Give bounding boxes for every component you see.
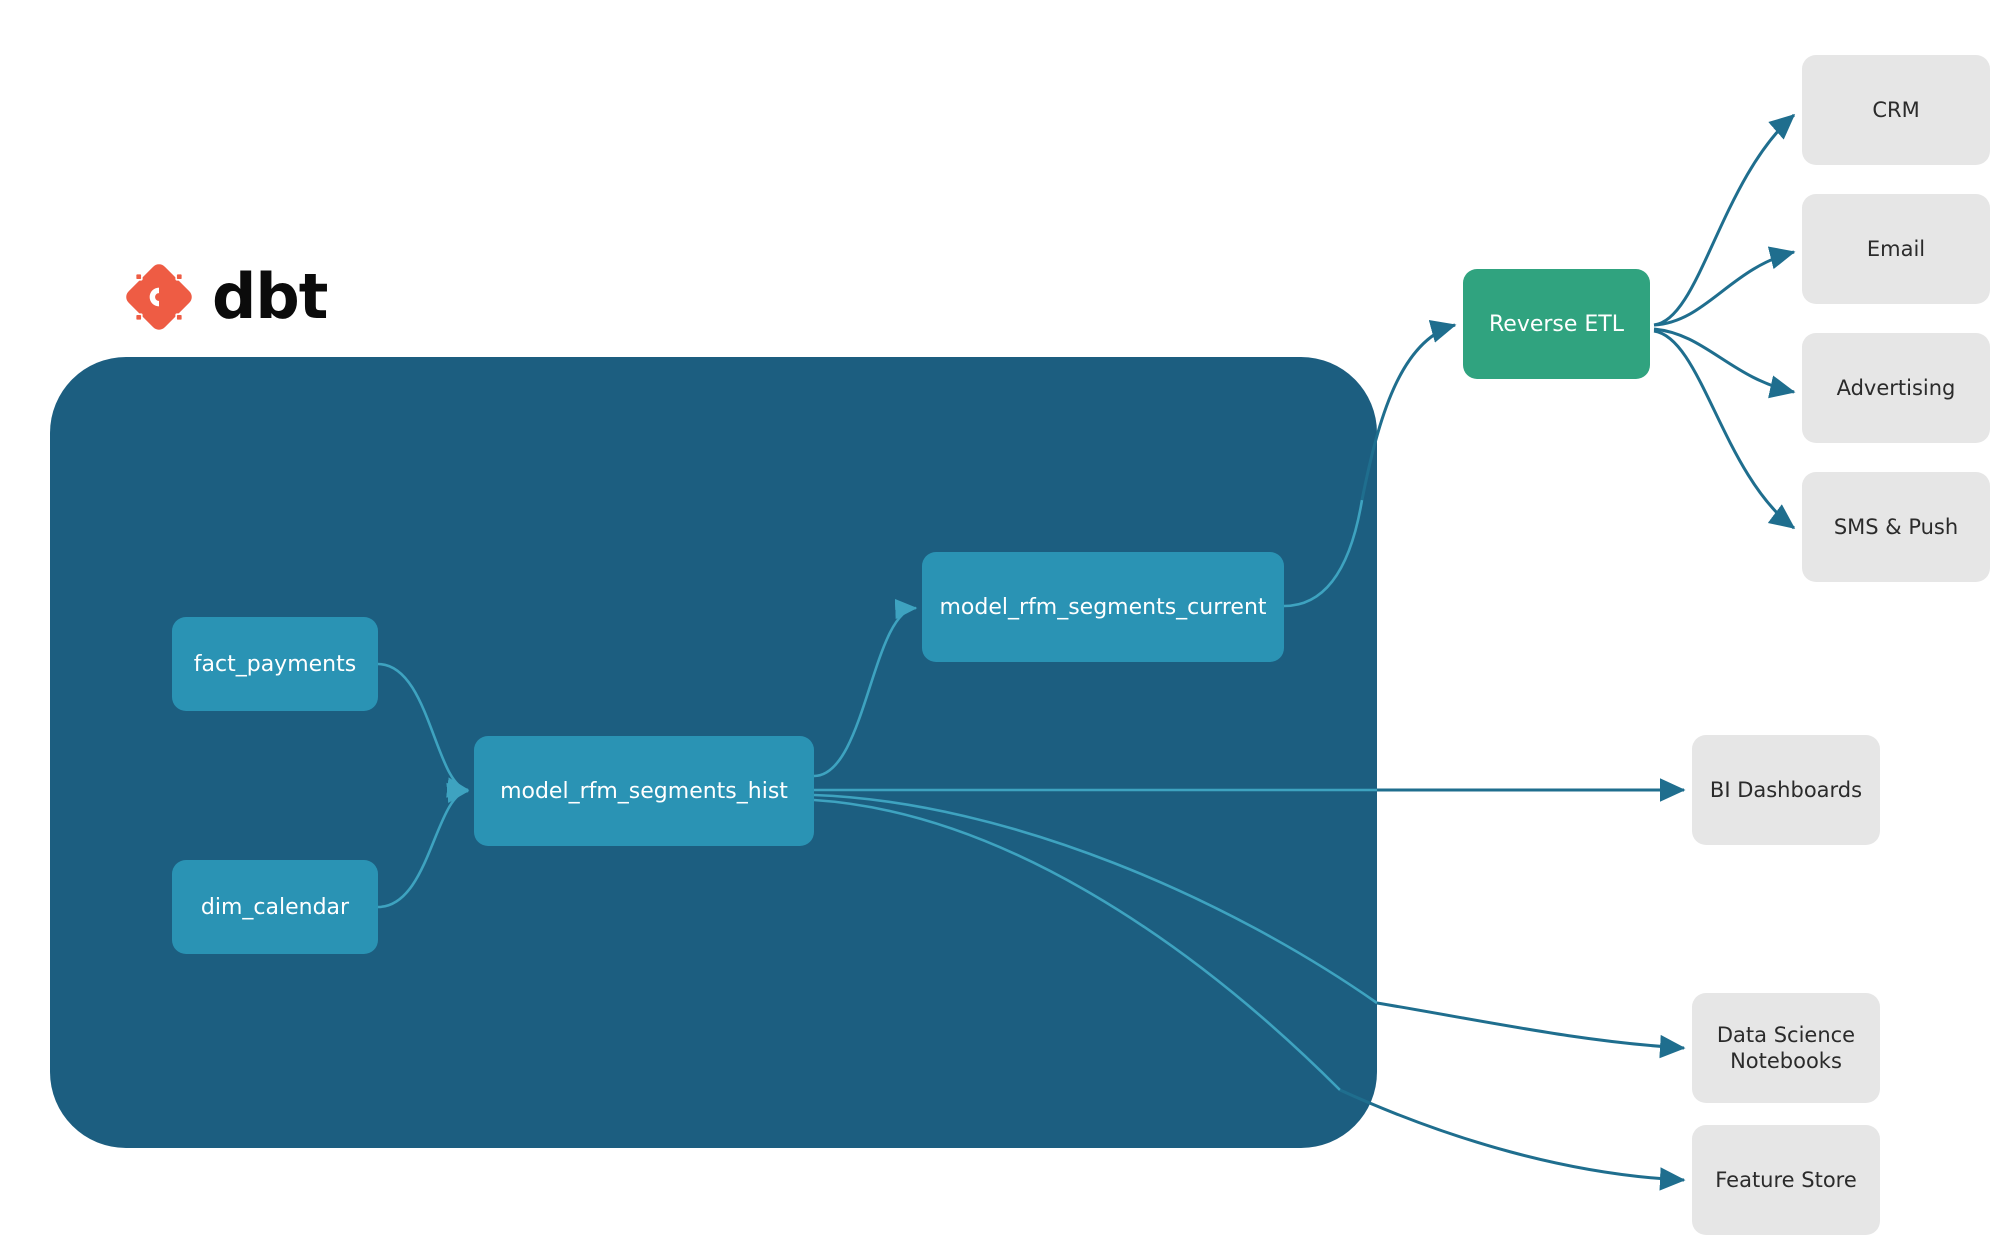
model-node-model-rfm-segments-current[interactable]: model_rfm_segments_current [922,552,1284,662]
destination-label: SMS & Push [1833,514,1959,539]
destination-label: Email [1866,236,1926,261]
destination-label: CRM [1872,97,1920,122]
edge-reverse-etl-to-email [1653,246,1796,327]
model-node-dim-calendar[interactable]: dim_calendar [172,860,378,954]
edge-hist-to-ds-notebooks [1376,1001,1686,1059]
edge-reverse-etl-to-advertising [1653,327,1796,399]
destination-node-crm[interactable]: CRM [1802,55,1990,165]
reverse-etl-node[interactable]: Reverse ETL [1463,269,1650,379]
consumer-node-data-science-notebooks[interactable]: Data Science Notebooks [1692,993,1880,1103]
dbt-wordmark: dbt [212,260,328,333]
edge-hist-to-feature-store [1339,1088,1686,1191]
reverse-etl-label: Reverse ETL [1488,311,1625,337]
model-node-label: model_rfm_segments_current [939,594,1267,620]
model-node-fact-payments[interactable]: fact_payments [172,617,378,711]
model-node-model-rfm-segments-hist[interactable]: model_rfm_segments_hist [474,736,814,846]
consumer-node-feature-store[interactable]: Feature Store [1692,1125,1880,1235]
destination-node-advertising[interactable]: Advertising [1802,333,1990,443]
model-node-label: dim_calendar [200,894,350,920]
model-node-label: fact_payments [193,651,357,677]
edge-reverse-etl-to-crm [1653,113,1796,327]
destination-label: Advertising [1836,375,1956,400]
consumer-label: Feature Store [1715,1167,1857,1192]
destination-node-sms-push[interactable]: SMS & Push [1802,472,1990,582]
consumer-label: Data Science Notebooks [1717,1022,1855,1075]
edge-reverse-etl-to-sms-push [1653,329,1796,530]
consumer-label: BI Dashboards [1709,777,1863,802]
consumer-label-line-1: Data Science [1716,1022,1856,1047]
dbt-logo: dbt [120,258,328,336]
model-node-label: model_rfm_segments_hist [500,778,788,804]
destination-node-email[interactable]: Email [1802,194,1990,304]
consumer-node-bi-dashboards[interactable]: BI Dashboards [1692,735,1880,845]
dbt-hop-icon [126,264,192,330]
consumer-label-line-2: Notebooks [1730,1049,1842,1073]
